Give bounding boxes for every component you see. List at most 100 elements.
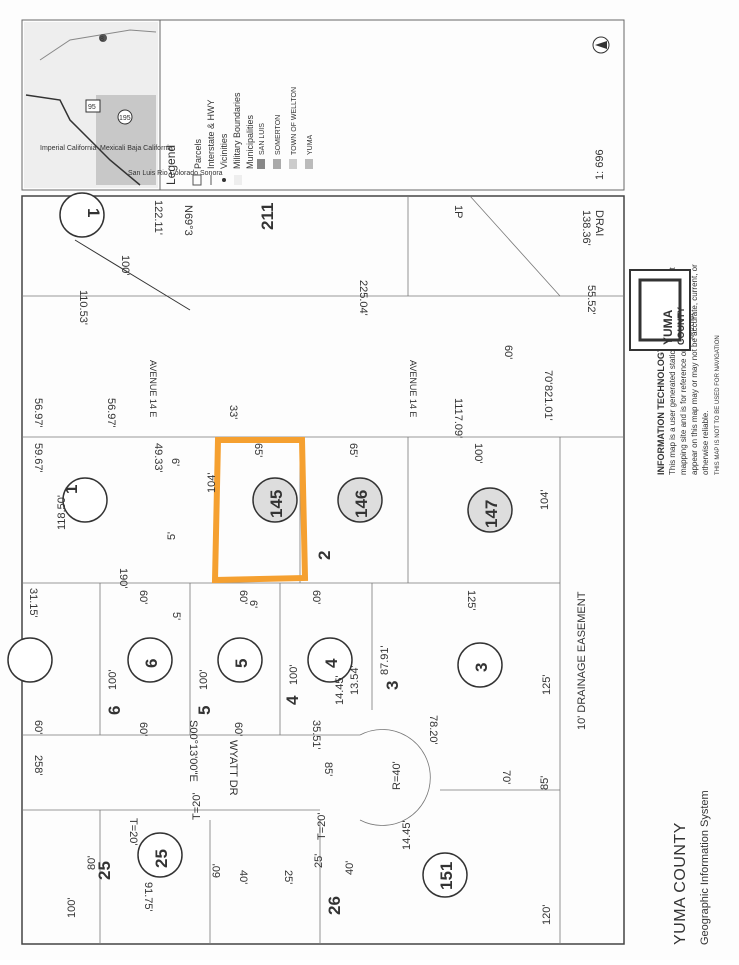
svg-text:SOMERTON: SOMERTON bbox=[275, 115, 282, 155]
svg-text:70': 70' bbox=[500, 770, 512, 784]
svg-text:T=20': T=20' bbox=[127, 818, 139, 845]
svg-text:55.52': 55.52' bbox=[585, 285, 597, 315]
svg-text:SAN LUIS: SAN LUIS bbox=[259, 123, 266, 155]
svg-text:151: 151 bbox=[437, 862, 456, 890]
svg-text:YUMA: YUMA bbox=[661, 309, 675, 345]
svg-text:2: 2 bbox=[315, 551, 334, 560]
svg-text:6: 6 bbox=[142, 659, 161, 668]
parcel-numbers: 1 1 145 146 147 6 5 4 3 25 151 211 26 6 … bbox=[62, 203, 501, 915]
inset-map: 8 95 195 Imperial California Mexicali Ba… bbox=[24, 22, 223, 188]
street-avenue-14e: AVENUE 14 E bbox=[148, 360, 158, 417]
svg-text:35.51': 35.51' bbox=[310, 720, 322, 750]
svg-text:DRAI: DRAI bbox=[593, 210, 605, 236]
svg-text:25: 25 bbox=[152, 849, 171, 868]
svg-text:65': 65' bbox=[252, 443, 264, 457]
street-avenue-14e-2: AVENUE 14 E bbox=[408, 360, 418, 417]
svg-text:25': 25' bbox=[282, 870, 294, 884]
svg-text:1: 1 bbox=[84, 208, 103, 217]
inset-label-imperial: Imperial California bbox=[40, 145, 97, 152]
svg-text:25': 25' bbox=[313, 854, 325, 868]
svg-text:Municipalities: Municipalities bbox=[245, 114, 255, 169]
map-frame bbox=[21, 195, 625, 945]
svg-text:40': 40' bbox=[344, 861, 356, 875]
svg-text:3: 3 bbox=[472, 663, 491, 672]
svg-text:56.97': 56.97' bbox=[32, 398, 44, 428]
svg-text:13.54': 13.54' bbox=[349, 665, 361, 695]
svg-text:5': 5' bbox=[166, 532, 178, 540]
svg-text:25: 25 bbox=[95, 861, 114, 880]
svg-text:60': 60' bbox=[211, 864, 223, 878]
svg-text:100': 100' bbox=[107, 670, 119, 690]
svg-text:100': 100' bbox=[66, 898, 78, 918]
svg-text:1117.09': 1117.09' bbox=[452, 398, 464, 438]
svg-text:60': 60' bbox=[232, 722, 244, 736]
svg-text:60': 60' bbox=[32, 720, 44, 734]
svg-text:31.15': 31.15' bbox=[27, 588, 39, 618]
svg-text:59.67': 59.67' bbox=[32, 443, 44, 473]
svg-text:COUNTY: COUNTY bbox=[676, 307, 686, 345]
inset-label-sanluis: San Luis Rio Colorado Sonora bbox=[128, 170, 223, 177]
north-arrow-icon bbox=[592, 36, 610, 54]
svg-text:100': 100' bbox=[472, 443, 484, 463]
svg-text:5': 5' bbox=[170, 612, 182, 620]
street-wyatt-dr: WYATT DR bbox=[227, 740, 239, 796]
inset-label-mexicali: Mexicali Baja California bbox=[100, 145, 173, 152]
county-subtitle: Geographic Information System bbox=[699, 790, 711, 945]
svg-text:78.20': 78.20' bbox=[427, 715, 439, 745]
svg-text:TOWN OF WELLTON: TOWN OF WELLTON bbox=[291, 87, 298, 155]
svg-text:104': 104' bbox=[539, 490, 551, 510]
dimension-labels: 110.53' 225.04' 55.52' 100' 122.11' N69°… bbox=[27, 200, 605, 925]
svg-text:T=20': T=20' bbox=[191, 793, 203, 820]
svg-text:100': 100' bbox=[288, 665, 300, 685]
svg-text:138.36': 138.36' bbox=[580, 210, 592, 246]
svg-text:85': 85' bbox=[539, 776, 551, 790]
svg-text:65': 65' bbox=[347, 443, 359, 457]
svg-text:1P: 1P bbox=[452, 205, 464, 218]
svg-text:100': 100' bbox=[198, 670, 210, 690]
svg-text:appear on this map may or may: appear on this map may or may not be acc… bbox=[690, 264, 699, 475]
svg-text:125': 125' bbox=[541, 675, 553, 695]
svg-text:118.50': 118.50' bbox=[56, 495, 68, 530]
svg-text:Vicinities: Vicinities bbox=[219, 133, 229, 169]
county-title: YUMA COUNTY bbox=[672, 822, 689, 945]
svg-text:This map is a user generated s: This map is a user generated static outp… bbox=[668, 267, 677, 475]
parcel-lines bbox=[22, 195, 624, 944]
highlighted-parcel-145[interactable] bbox=[211, 437, 309, 584]
svg-text:60': 60' bbox=[137, 722, 149, 736]
svg-text:104': 104' bbox=[206, 473, 218, 493]
svg-text:821.01': 821.01' bbox=[542, 385, 554, 421]
svg-text:60': 60' bbox=[237, 590, 249, 604]
svg-text:6': 6' bbox=[169, 458, 181, 466]
svg-text:80': 80' bbox=[86, 856, 98, 870]
svg-text:1: 1 bbox=[62, 485, 81, 494]
svg-text:N69°3: N69°3 bbox=[182, 205, 194, 236]
svg-text:mapping site and is for refere: mapping site and is for reference only. … bbox=[679, 281, 688, 475]
svg-text:Parcels: Parcels bbox=[193, 138, 203, 169]
svg-text:145: 145 bbox=[267, 490, 286, 518]
route-95-icon bbox=[85, 99, 101, 113]
svg-text:26: 26 bbox=[325, 896, 344, 915]
svg-text:146: 146 bbox=[352, 490, 371, 518]
info-block: INFORMATION TECHNOLOGY SERVICES This map… bbox=[656, 264, 721, 475]
svg-text:6': 6' bbox=[247, 600, 259, 608]
svg-text:85': 85' bbox=[322, 762, 334, 776]
svg-text:70': 70' bbox=[542, 370, 554, 384]
svg-text:91.75': 91.75' bbox=[142, 882, 154, 912]
svg-text:122.11': 122.11' bbox=[152, 200, 164, 235]
yuma-county-logo: YUMA COUNTY ARIZONA bbox=[629, 269, 696, 351]
svg-text:258': 258' bbox=[32, 755, 44, 775]
svg-text:190': 190' bbox=[117, 568, 129, 588]
svg-text:Military Boundaries: Military Boundaries bbox=[232, 92, 242, 169]
parcel-circles bbox=[7, 192, 513, 898]
route-195-icon bbox=[117, 109, 133, 125]
street-labels: AVENUE 14 E AVENUE 14 E WYATT DR S00°13'… bbox=[148, 360, 588, 796]
service-title: INFORMATION TECHNOLOGY SERVICES bbox=[656, 298, 666, 475]
curve-radius-label: R=40' bbox=[391, 761, 403, 790]
svg-text:ARIZONA: ARIZONA bbox=[690, 313, 696, 340]
svg-text:60': 60' bbox=[137, 590, 149, 604]
svg-text:5: 5 bbox=[232, 659, 251, 668]
legend: Legend Parcels Interstate & HWY Viciniti… bbox=[164, 87, 314, 186]
svg-text:60': 60' bbox=[310, 590, 322, 604]
